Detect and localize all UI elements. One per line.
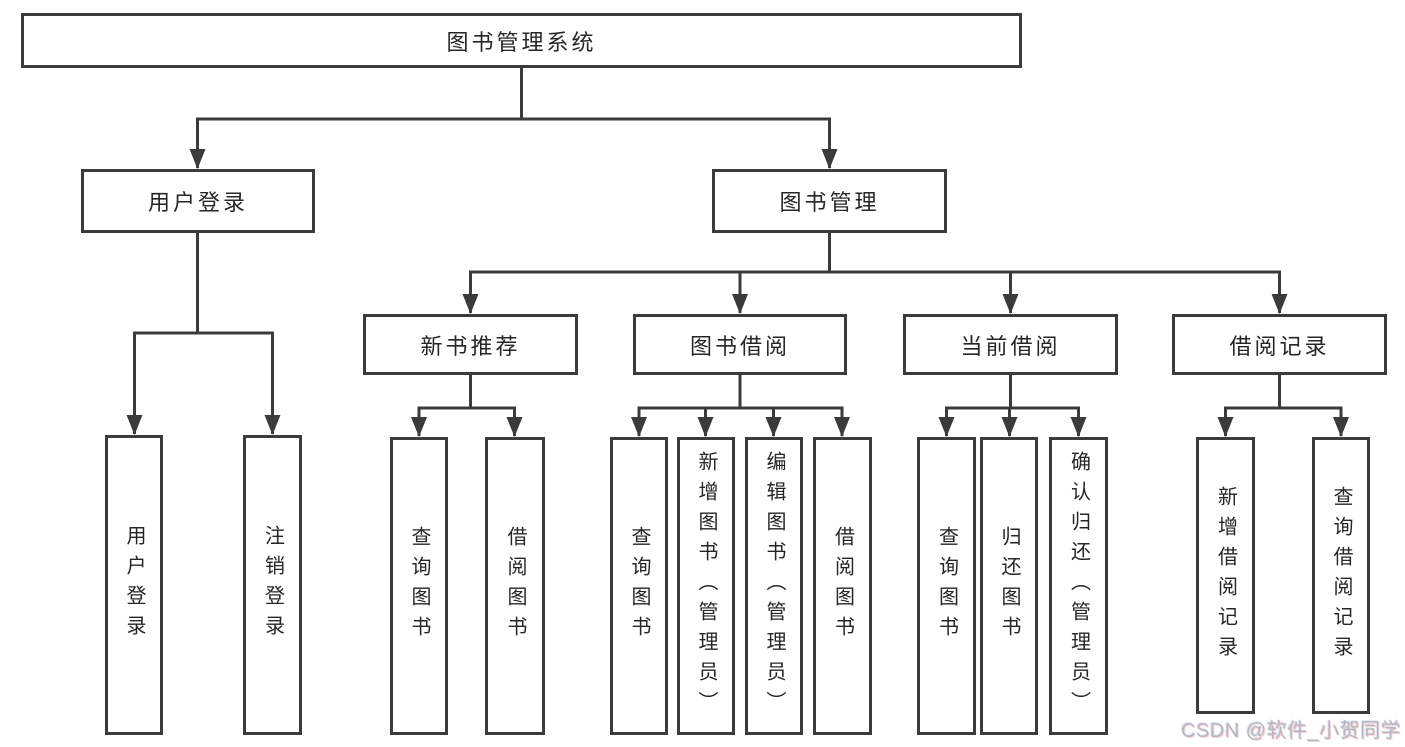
- node-label: 确认归还（管理员）: [1067, 451, 1090, 721]
- leaf-confirm-return-admin: 确认归还（管理员）: [1049, 437, 1108, 735]
- leaf-edit-book-admin: 编辑图书（管理员）: [745, 437, 803, 735]
- node-label: 查询图书: [935, 526, 958, 646]
- node-new-book-recommend: 新书推荐: [363, 314, 578, 375]
- node-label: 借阅图书: [504, 526, 526, 646]
- node-book-management: 图书管理: [712, 169, 947, 233]
- leaf-borrow-books-borrowing: 借阅图书: [813, 437, 872, 735]
- leaf-borrow-books-recommend: 借阅图书: [485, 437, 545, 735]
- node-book-borrowing: 图书借阅: [633, 314, 847, 375]
- node-label: 新增图书（管理员）: [695, 451, 717, 721]
- node-label: 图书管理系统: [446, 29, 597, 55]
- node-library-management-system: 图书管理系统: [21, 13, 1022, 68]
- node-label: 查询图书: [408, 526, 430, 646]
- leaf-query-books-current: 查询图书: [917, 437, 976, 735]
- node-label: 借阅图书: [831, 526, 854, 646]
- leaf-query-books-borrowing: 查询图书: [610, 437, 668, 735]
- node-label: 编辑图书（管理员）: [763, 451, 785, 721]
- node-label: 新书推荐: [420, 333, 521, 359]
- leaf-add-borrow-record: 新增借阅记录: [1196, 437, 1255, 714]
- node-label: 注销登录: [261, 525, 284, 645]
- leaf-return-books: 归还图书: [980, 437, 1038, 735]
- node-label: 图书管理: [779, 190, 880, 215]
- node-current-borrowing: 当前借阅: [903, 314, 1118, 375]
- node-label: 查询借阅记录: [1330, 485, 1352, 666]
- node-label: 用户登录: [123, 525, 145, 645]
- leaf-add-book-admin: 新增图书（管理员）: [677, 437, 735, 735]
- node-borrowing-records: 借阅记录: [1172, 314, 1387, 375]
- node-label: 查询图书: [628, 526, 650, 646]
- node-label: 当前借阅: [960, 333, 1061, 359]
- leaf-logout: 注销登录: [243, 435, 302, 735]
- leaf-query-borrow-record: 查询借阅记录: [1312, 437, 1370, 714]
- leaf-user-login: 用户登录: [105, 435, 163, 735]
- node-user-login: 用户登录: [81, 169, 315, 233]
- leaf-query-books-recommend: 查询图书: [390, 437, 448, 735]
- node-label: 图书借阅: [689, 333, 790, 359]
- node-label: 归还图书: [998, 526, 1020, 646]
- csdn-watermark: CSDN @软件_小贺同学: [1181, 720, 1402, 742]
- node-label: 用户登录: [147, 190, 248, 215]
- node-label: 新增借阅记录: [1214, 485, 1237, 666]
- node-label: 借阅记录: [1229, 333, 1330, 359]
